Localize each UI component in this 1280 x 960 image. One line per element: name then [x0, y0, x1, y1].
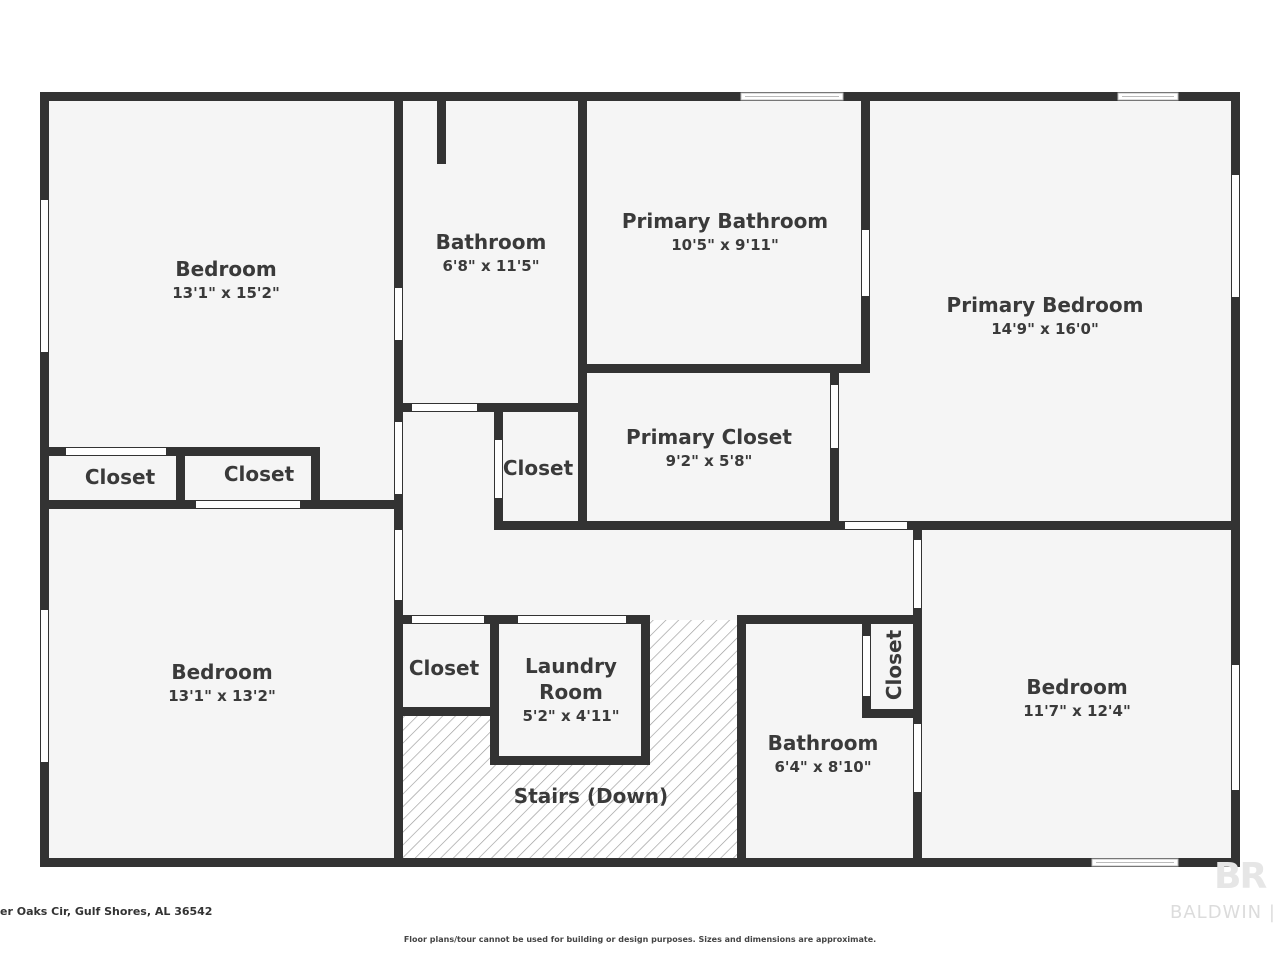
room-dims: 13'1" x 15'2" [172, 284, 280, 302]
closet-south-floor [402, 622, 496, 714]
room-dims: 5'2" x 4'11" [522, 707, 619, 725]
openings [41, 92, 1239, 867]
room-name: Closet [409, 656, 480, 680]
logo-mark: BR [1214, 856, 1267, 897]
brokerage-logo: BR BALDWIN | M [1170, 856, 1280, 926]
room-name: Stairs (Down) [514, 784, 668, 808]
room-name: Bedroom [175, 257, 276, 281]
room-name: Closet [85, 465, 156, 489]
room-name: Closet [224, 462, 295, 486]
room-dims: 14'9" x 16'0" [991, 320, 1099, 338]
room-name: Bathroom [436, 230, 547, 254]
room-name: Primary Bedroom [947, 293, 1144, 317]
room-dims: 6'8" x 11'5" [442, 257, 539, 275]
room-name: Bedroom [1026, 675, 1127, 699]
room-dims: 11'7" x 12'4" [1023, 702, 1131, 720]
room-name: Closet [882, 629, 906, 700]
room-name: Room [539, 680, 603, 704]
room-name: Bedroom [171, 660, 272, 684]
room-name: Bathroom [768, 731, 879, 755]
laundry-floor [498, 624, 642, 762]
logo-text: BALDWIN | M [1170, 902, 1280, 923]
room-dims: 9'2" x 5'8" [666, 452, 753, 470]
room-dims: 10'5" x 9'11" [671, 236, 779, 254]
room-name: Primary Closet [626, 425, 792, 449]
room-dims: 6'4" x 8'10" [774, 758, 871, 776]
room-labels: Bedroom 13'1" x 15'2" Bathroom 6'8" x 11… [85, 209, 1144, 808]
room-name: Primary Bathroom [622, 209, 828, 233]
room-name: Laundry [525, 654, 617, 678]
room-dims: 13'1" x 13'2" [168, 687, 276, 705]
disclaimer-text: Floor plans/tour cannot be used for buil… [403, 935, 877, 944]
property-address: er Oaks Cir, Gulf Shores, AL 36542 [0, 905, 213, 918]
room-name: Closet [503, 456, 574, 480]
